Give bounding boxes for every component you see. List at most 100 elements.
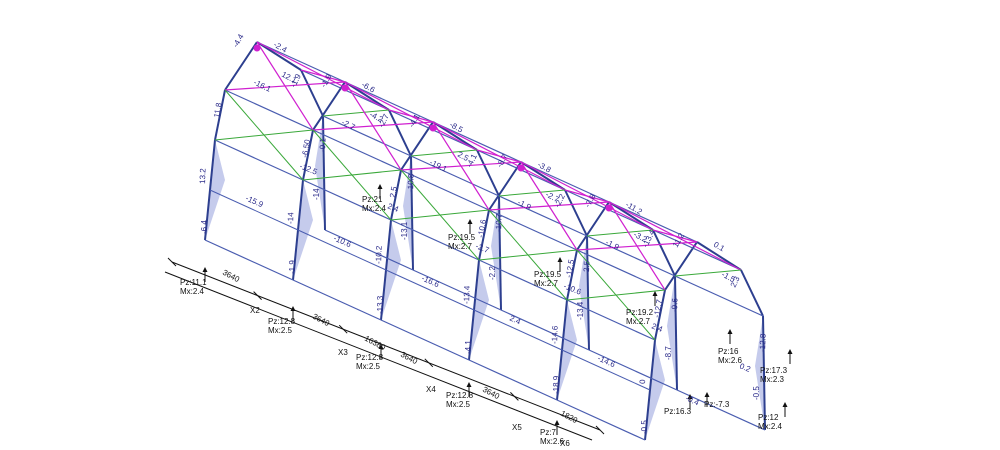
ridge-node bbox=[253, 44, 261, 52]
longitudinal-member bbox=[344, 81, 434, 123]
member-force-label: -2.7 bbox=[474, 242, 491, 256]
longitudinal-member bbox=[586, 235, 676, 277]
reaction-arrowhead bbox=[377, 184, 383, 189]
member-force-label: -14.6 bbox=[550, 325, 560, 344]
roof-brace bbox=[432, 121, 490, 211]
member-force-label: -4.1 bbox=[464, 340, 473, 354]
reaction-pz-2: Pz:12.8 bbox=[268, 317, 296, 326]
green-tie bbox=[224, 89, 304, 181]
moment-diagram-column bbox=[205, 140, 225, 240]
frame-rafter-left-lower bbox=[566, 249, 578, 301]
member-force-label: 2.4 bbox=[508, 314, 522, 327]
frame-rafter-right-lower bbox=[564, 189, 588, 237]
roof-brace bbox=[652, 229, 698, 243]
frame-rafter-right-upper bbox=[256, 41, 302, 71]
frame-rafter-right-upper bbox=[696, 241, 742, 271]
member-force-label: -1.9 bbox=[288, 260, 297, 274]
wall-girt bbox=[209, 189, 299, 231]
longitudinal-member bbox=[556, 399, 646, 441]
longitudinal-member bbox=[256, 41, 346, 83]
member-force-label: -14 bbox=[312, 188, 321, 200]
longitudinal-member bbox=[608, 201, 698, 243]
frame-rafter-left-lower bbox=[654, 289, 666, 341]
moment-diagram-column bbox=[645, 340, 665, 440]
green-tie bbox=[488, 209, 568, 301]
reaction-arrowhead bbox=[704, 392, 710, 397]
reaction-pz-8: Pz:19.5 bbox=[534, 270, 562, 279]
reaction-mx-6: Mx:2.4 bbox=[362, 204, 387, 213]
frame-rafter-left-upper bbox=[312, 81, 346, 131]
longitudinal-member bbox=[432, 121, 522, 163]
dimension-line bbox=[171, 261, 601, 431]
longitudinal-member bbox=[566, 299, 656, 341]
member-force-label: 2.5 bbox=[388, 185, 399, 198]
frame-rafter-right-lower bbox=[652, 229, 676, 277]
roof-brace bbox=[608, 201, 666, 291]
reaction-arrowhead bbox=[787, 349, 793, 354]
member-force-label: 0.1 bbox=[712, 240, 727, 254]
member-force-label: -18.9 bbox=[552, 375, 561, 394]
member-force-label: 2.4 bbox=[650, 322, 664, 335]
ridge-node bbox=[429, 124, 437, 132]
dimension-tick bbox=[338, 324, 348, 334]
frame-rafter-right-lower bbox=[476, 149, 500, 197]
reaction-pz-11: Pz:17.3 bbox=[760, 366, 788, 375]
dimension-tick bbox=[595, 425, 605, 435]
frame-rafter-left-upper bbox=[224, 41, 258, 91]
longitudinal-member bbox=[520, 161, 610, 203]
frame-rafter-right-upper bbox=[520, 161, 566, 191]
longitudinal-member bbox=[468, 359, 558, 401]
reaction-arrowhead bbox=[687, 394, 693, 399]
moment-diagram-column bbox=[557, 300, 577, 400]
frame-rafter-left-lower bbox=[390, 169, 402, 221]
reaction-arrowhead bbox=[557, 257, 563, 262]
wall-girt bbox=[297, 229, 387, 271]
member-force-label: -0.5 bbox=[752, 386, 761, 400]
frame-rafter-right-upper bbox=[608, 201, 654, 231]
longitudinal-member bbox=[674, 275, 764, 317]
green-tie bbox=[322, 109, 390, 117]
reaction-arrowhead bbox=[466, 382, 472, 387]
member-force-label: -13.1 bbox=[400, 221, 409, 240]
longitudinal-member bbox=[302, 179, 392, 221]
frame-rafter-right-upper bbox=[432, 121, 478, 151]
reaction-pz-3: Pz:12.8 bbox=[356, 353, 384, 362]
green-tie bbox=[312, 129, 392, 221]
longitudinal-member bbox=[204, 239, 294, 281]
frame-rafter-left-upper bbox=[488, 161, 522, 211]
ridge-node bbox=[605, 204, 613, 212]
member-force-label: -12.7 bbox=[652, 298, 664, 318]
grid-x3: X3 bbox=[338, 348, 348, 357]
wall-girt bbox=[473, 309, 563, 351]
roof-brace bbox=[300, 69, 346, 83]
frame-rafter-left-upper bbox=[400, 121, 434, 171]
member-force-label: -0.5 bbox=[640, 420, 649, 434]
reaction-pz-6: Pz:21 bbox=[362, 195, 383, 204]
longitudinal-member bbox=[652, 229, 742, 271]
green-tie bbox=[410, 149, 478, 157]
longitudinal-member bbox=[324, 229, 414, 271]
member-force-label: -12.5 bbox=[564, 258, 576, 278]
dimension-tick bbox=[510, 392, 519, 401]
longitudinal-member bbox=[676, 389, 766, 431]
member-force-label: -10.8 bbox=[406, 173, 416, 192]
reaction-mx-10: Mx:2.6 bbox=[718, 356, 743, 365]
frame-rafter-right-lower bbox=[388, 109, 412, 157]
longitudinal-member bbox=[400, 169, 490, 211]
reaction-arrowhead bbox=[378, 344, 384, 349]
roof-brace bbox=[388, 109, 434, 123]
frame-rafter-left-upper bbox=[576, 201, 610, 251]
longitudinal-member bbox=[410, 155, 500, 197]
dimension-tick bbox=[253, 291, 262, 300]
longitudinal-member bbox=[412, 269, 502, 311]
reaction-mx-9: Mx:2.7 bbox=[626, 317, 651, 326]
reaction-pz-7: Pz:19.5 bbox=[448, 233, 476, 242]
longitudinal-member bbox=[214, 139, 304, 181]
member-force-label: -9.6 bbox=[670, 297, 679, 312]
longitudinal-member bbox=[588, 349, 678, 391]
reaction-mx-11: Mx:2.3 bbox=[760, 375, 785, 384]
longitudinal-member bbox=[488, 209, 578, 251]
member-force-labels: -4.411.813.2-6.4-0.1-1.912.1-12.5-14-2.4… bbox=[198, 32, 768, 434]
ridge-node bbox=[517, 164, 525, 172]
